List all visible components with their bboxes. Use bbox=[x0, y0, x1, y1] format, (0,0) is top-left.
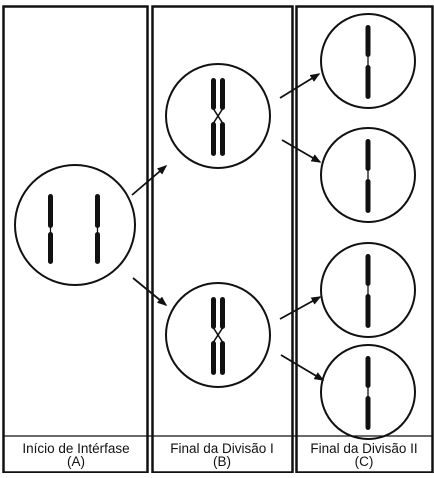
panel-c-letter: (C) bbox=[354, 454, 374, 469]
arrow-right-icon bbox=[132, 277, 168, 306]
panel-a-caption: Início de Intérfase (A) bbox=[4, 441, 148, 469]
arrow-right-icon bbox=[281, 139, 322, 163]
arrow-right-icon bbox=[280, 354, 325, 381]
chromosome-icon bbox=[95, 194, 100, 264]
chromosome-icon bbox=[48, 194, 53, 264]
panel-b-title: Final da Divisão I bbox=[170, 441, 274, 456]
panel-a-frame bbox=[2, 5, 149, 474]
chromosome-icon bbox=[365, 356, 371, 430]
panel-b-frame bbox=[151, 5, 294, 474]
panel-a-title: Início de Intérfase bbox=[22, 441, 130, 456]
cell-interphase bbox=[14, 164, 136, 286]
chromosome-icon bbox=[365, 254, 371, 328]
cell-division2-4 bbox=[320, 344, 416, 440]
panel-b-caption: Final da Divisão I (B) bbox=[150, 441, 294, 469]
cell-division2-2 bbox=[320, 127, 416, 223]
cell-division1-bottom bbox=[165, 282, 271, 388]
cell-division2-3 bbox=[320, 242, 416, 338]
cell-division2-1 bbox=[320, 13, 416, 109]
panel-c-caption: Final da Divisão II (C) bbox=[294, 441, 434, 469]
panel-b-letter: (B) bbox=[213, 454, 231, 469]
chromosome-icon bbox=[211, 297, 225, 375]
arrow-right-icon bbox=[279, 73, 321, 99]
chromosome-icon bbox=[365, 139, 371, 213]
chromosome-icon bbox=[211, 78, 225, 156]
arrow-right-icon bbox=[279, 296, 322, 320]
panel-c-title: Final da Divisão II bbox=[310, 441, 418, 456]
chromosome-icon bbox=[365, 25, 371, 99]
cell-division1-top bbox=[165, 63, 271, 169]
panel-a-letter: (A) bbox=[67, 454, 85, 469]
arrow-right-icon bbox=[131, 165, 168, 196]
